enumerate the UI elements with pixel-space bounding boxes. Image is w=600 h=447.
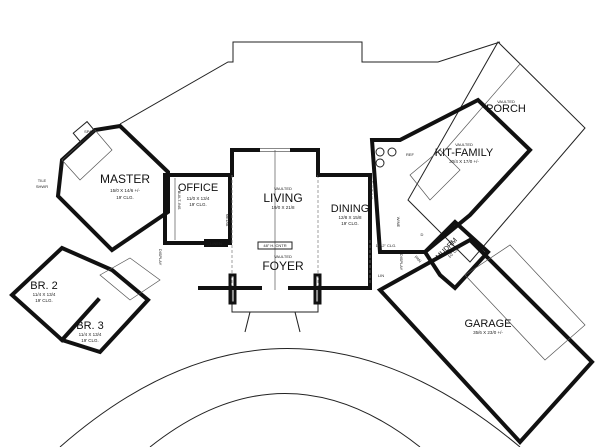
label-built-ins: BUILT-INS [177, 191, 182, 210]
room-br2: BR. 2 11/4 X 13/4 19' CLG. [30, 280, 58, 303]
room-dims: 35/6 X 23/0 +/- [473, 330, 503, 335]
label-built-ins: BUILT-INS [369, 181, 374, 200]
room-porch: VAULTED PORCH [486, 99, 526, 115]
room-ceiling: 19' CLG. [81, 338, 99, 343]
room-ceiling: 19' CLG. [189, 202, 207, 207]
room-name: OFFICE [178, 182, 218, 194]
label-tile: TILE [38, 178, 47, 183]
dining-room [318, 173, 372, 290]
roof-outline [119, 41, 501, 125]
room-ceiling: 19' CLG. [35, 298, 53, 303]
label-ref: REF [406, 152, 415, 157]
room-master: MASTER 15/0 X 14/6 +/- 19' CLG. [100, 172, 150, 200]
room-note: VAULTED [455, 142, 473, 147]
label-linen: LINEN [210, 241, 222, 246]
room-note: VAULTED [497, 99, 515, 104]
room-ceiling: 19' CLG. [116, 195, 134, 200]
room-dims: 11/4 X 13/4 [79, 332, 102, 337]
room-office: OFFICE 11/0 X 13/4 19' CLG. [178, 182, 218, 207]
mudroom [422, 219, 491, 291]
counter-label: 48" H. CNTR [263, 243, 286, 248]
label-display: DISPLAY [158, 249, 163, 266]
room-name: GARAGE [464, 318, 511, 330]
room-name: BR. 2 [30, 280, 58, 292]
label-display: DISPLAY [399, 254, 404, 271]
porch-outline [407, 41, 586, 263]
kitchen-family [369, 97, 533, 254]
label-shwr: SHWR [36, 184, 48, 189]
room-foyer: 48" H. CNTR VAULTED FOYER [262, 243, 304, 273]
label-media: MEDIA [225, 214, 230, 227]
room-name: LIVING [263, 191, 302, 205]
room-name: BR. 3 [76, 320, 104, 332]
label-pan: PAN [413, 254, 422, 263]
room-name: MASTER [100, 172, 150, 186]
room-ceiling: 19' CLG. [341, 221, 359, 226]
room-garage: GARAGE 35/6 X 23/0 +/- [464, 318, 511, 335]
label-wine: WINE [396, 217, 401, 228]
office-room [163, 173, 232, 245]
garage [376, 237, 595, 445]
room-name: DINING [331, 203, 370, 215]
room-kitchen: VAULTED KIT-FAMILY 30/4 X 17/0 +/- [435, 142, 494, 164]
room-note: VAULTED [274, 186, 292, 191]
room-br3: BR. 3 11/4 X 13/4 19' CLG. [76, 320, 104, 343]
label-ceiling: 18'-2" CLG. [376, 243, 397, 248]
room-dims: 15/0 X 14/6 +/- [110, 188, 140, 193]
room-dims: 11/0 X 13/4 [187, 196, 210, 201]
room-dims: 30/4 X 17/0 +/- [449, 159, 479, 164]
room-name: FOYER [262, 259, 304, 273]
room-dims: 11/4 X 13/4 [33, 292, 56, 297]
label-spa: SPA [84, 129, 92, 134]
driveway [59, 348, 521, 447]
room-dining: DINING 12/8 X 15/8 19' CLG. [331, 203, 370, 226]
label-d: D [421, 232, 424, 237]
label-lin: LIN [378, 273, 384, 278]
room-dims: 12/8 X 15/8 [338, 215, 362, 220]
room-name: KIT-FAMILY [435, 147, 494, 159]
room-living: VAULTED LIVING 19/0 X 21/8 [263, 186, 302, 210]
room-note: VAULTED [274, 254, 292, 259]
room-name: PORCH [486, 103, 526, 115]
room-dims: 19/0 X 21/8 [271, 205, 295, 210]
